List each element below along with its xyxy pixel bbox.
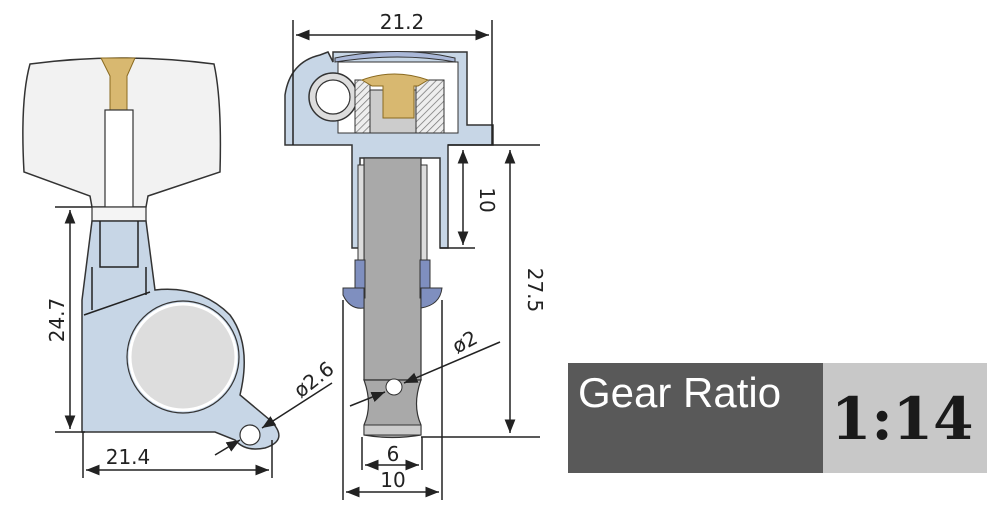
button-shaft — [104, 109, 134, 208]
gear-ratio-label: Gear Ratio — [578, 369, 782, 416]
bushing-depth-dim-label: 10 — [475, 187, 499, 212]
gear-ratio-value: 1:14 — [831, 385, 974, 453]
string-hole — [385, 378, 403, 396]
post-length-dim-label: 27.5 — [523, 268, 547, 313]
collar — [91, 206, 147, 222]
gear-ratio-label-cell: Gear Ratio — [568, 363, 823, 473]
mounting-hole — [239, 424, 261, 446]
top-width-dim-label: 21.2 — [380, 10, 425, 34]
height-dim-label: 24.7 — [45, 298, 69, 343]
gear-cap — [128, 302, 238, 412]
side-view-tuner: 24.7 21.4 ø2.6 — [22, 57, 338, 478]
post-diameter-dim-label: 6 — [387, 442, 400, 466]
bushing-width-dim-label: 10 — [380, 468, 405, 492]
hole-dimension-line — [261, 382, 333, 429]
housing-detail — [83, 221, 151, 316]
brass-gear-screw — [360, 73, 430, 119]
string-hole-dimension-line — [403, 341, 501, 384]
string-hole-dim-label: ø2 — [448, 325, 481, 358]
gear-ratio-box: Gear Ratio 1:14 — [568, 363, 987, 473]
gear-ratio-value-cell: 1:14 — [823, 363, 987, 473]
cover-plate — [334, 51, 456, 63]
post — [363, 157, 422, 381]
gear-section-right — [415, 79, 445, 134]
width-dim-label: 21.4 — [106, 445, 151, 469]
front-view-tuner: 21.2 10 27.5 ø2 6 10 — [284, 10, 547, 500]
gear-section-left — [354, 79, 371, 134]
washer — [342, 287, 443, 309]
